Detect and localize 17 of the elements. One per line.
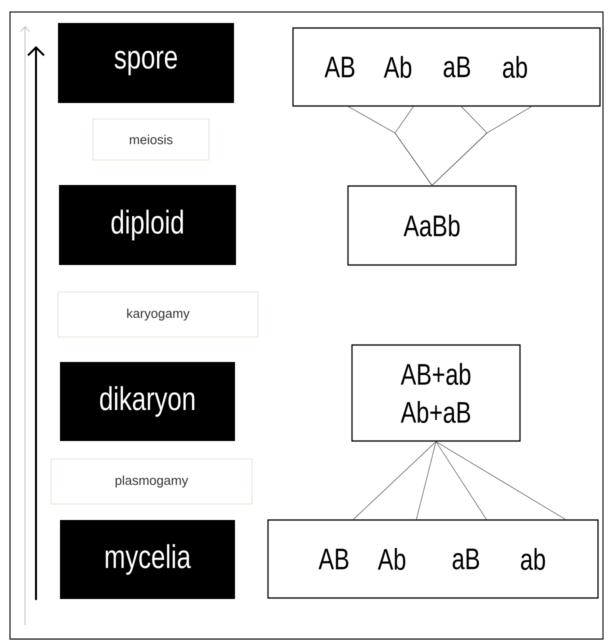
connector-line [432,106,532,186]
stage-box: dikaryon [60,362,235,441]
connector-line [394,106,432,186]
genotype-box: AB Ab aB ab [292,27,601,107]
genotype-box: AaBb [347,185,517,266]
connector-line [353,441,436,520]
connector-line [436,441,566,520]
genotype-box: AB+ab Ab+aB [351,344,521,442]
stage-box: diploid [59,185,236,265]
genotype-box: AB Ab aB ab [267,519,599,599]
step-box: plasmogamy [50,458,252,504]
connector-line [416,441,436,520]
stage-box: mycelia [60,520,235,599]
step-box: meiosis [92,118,210,160]
stage-box: spore [58,23,234,103]
step-box: karyogamy [58,292,258,338]
connector-line [436,441,487,520]
